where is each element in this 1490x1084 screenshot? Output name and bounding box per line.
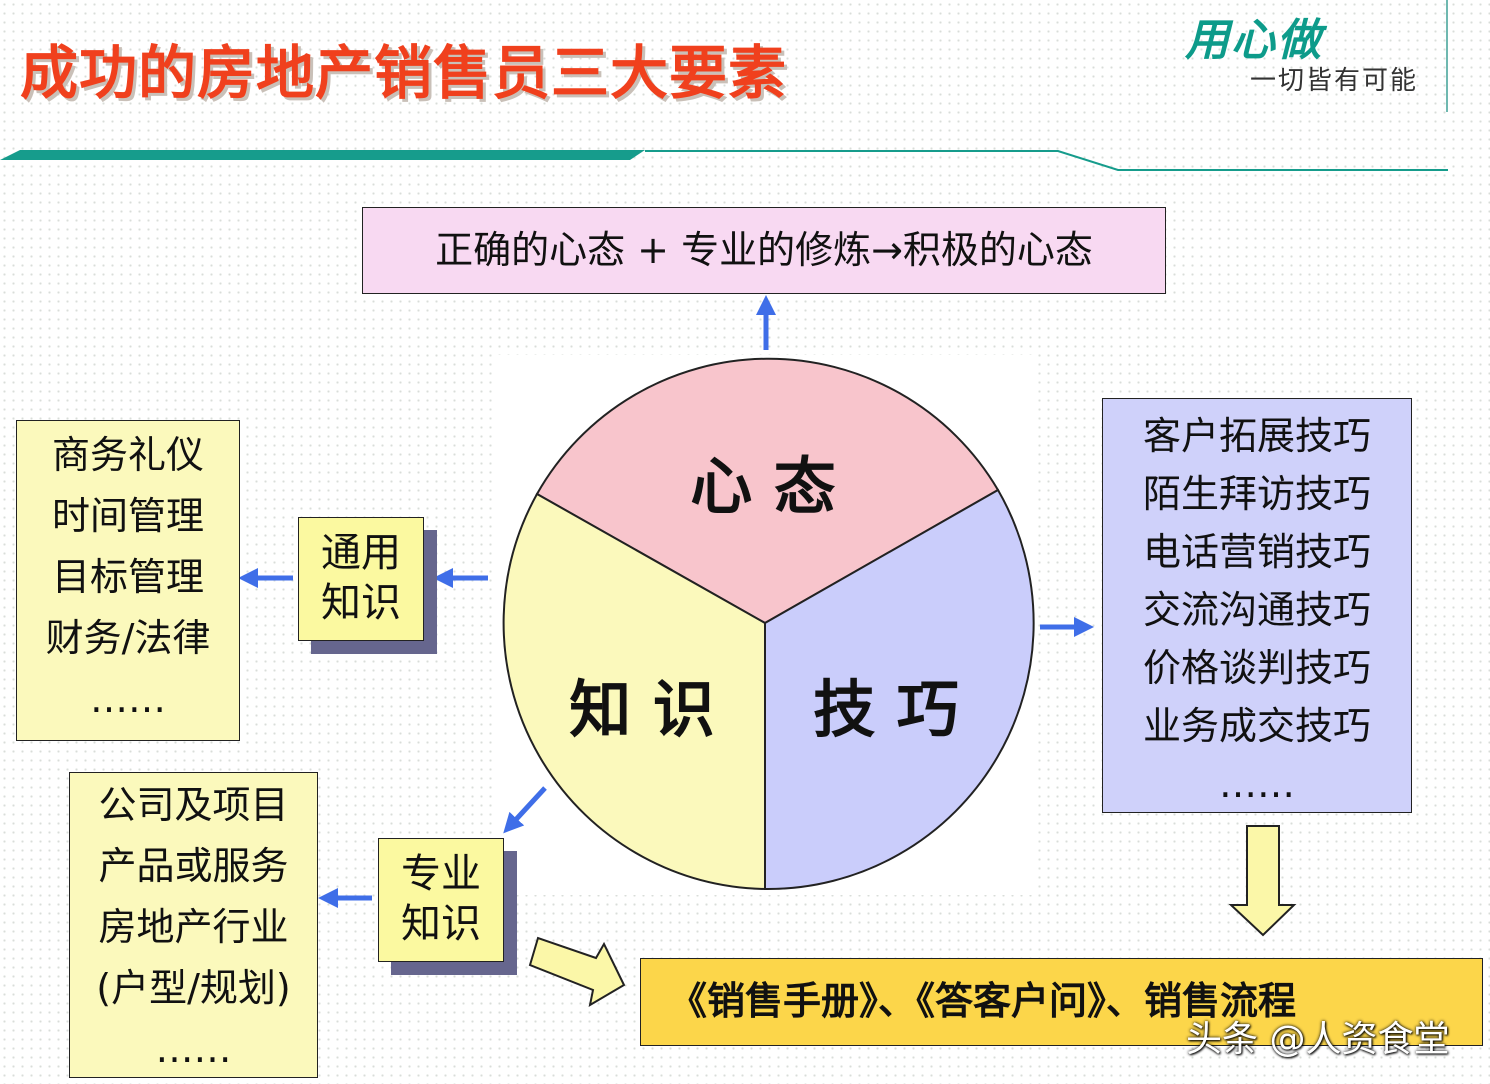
professional-knowledge-list: 公司及项目 产品或服务 房地产行业 (户型/规划) …… — [69, 772, 318, 1078]
pie-label-knowledge: 知 识 — [569, 673, 715, 746]
page-title: 成功的房地产销售员三大要素 — [20, 39, 788, 107]
logo-slogan: 一切皆有可能 — [1250, 66, 1419, 96]
arrow-to-pro-tag — [503, 786, 547, 834]
pie-label-skills: 技 巧 — [813, 673, 959, 746]
pie-label-mindset: 心 态 — [690, 450, 836, 523]
header-divider — [0, 150, 1448, 171]
pie-segment-skills — [764, 488, 1035, 891]
logo-main-text: 用心做 — [1185, 15, 1323, 66]
watermark: 头条 @人资食堂 — [1186, 1019, 1450, 1060]
pie-chart: 心 态 技 巧 知 识 — [492, 355, 1035, 895]
general-knowledge-list: 商务礼仪 时间管理 目标管理 财务/法律 …… — [16, 420, 240, 741]
skills-list: 客户拓展技巧 陌生拜访技巧 电话营销技巧 交流沟通技巧 价格谈判技巧 业务成交技… — [1102, 398, 1412, 813]
general-knowledge-tag: 通用 知识 — [298, 517, 424, 641]
logo-divider — [1446, 0, 1448, 112]
mindset-formula-box: 正确的心态 + 专业的修炼→积极的心态 — [362, 207, 1166, 294]
block-arrow-right — [528, 936, 626, 1007]
professional-knowledge-tag: 专业 知识 — [378, 838, 504, 962]
pie-segment-knowledge — [502, 492, 766, 891]
connector-arrows — [238, 295, 1094, 908]
sales-materials-box: 《销售手册》、《答客户问》、销售流程 — [640, 958, 1483, 1046]
block-arrow-down — [1228, 825, 1297, 937]
pie-segment-mindset — [535, 357, 1000, 625]
